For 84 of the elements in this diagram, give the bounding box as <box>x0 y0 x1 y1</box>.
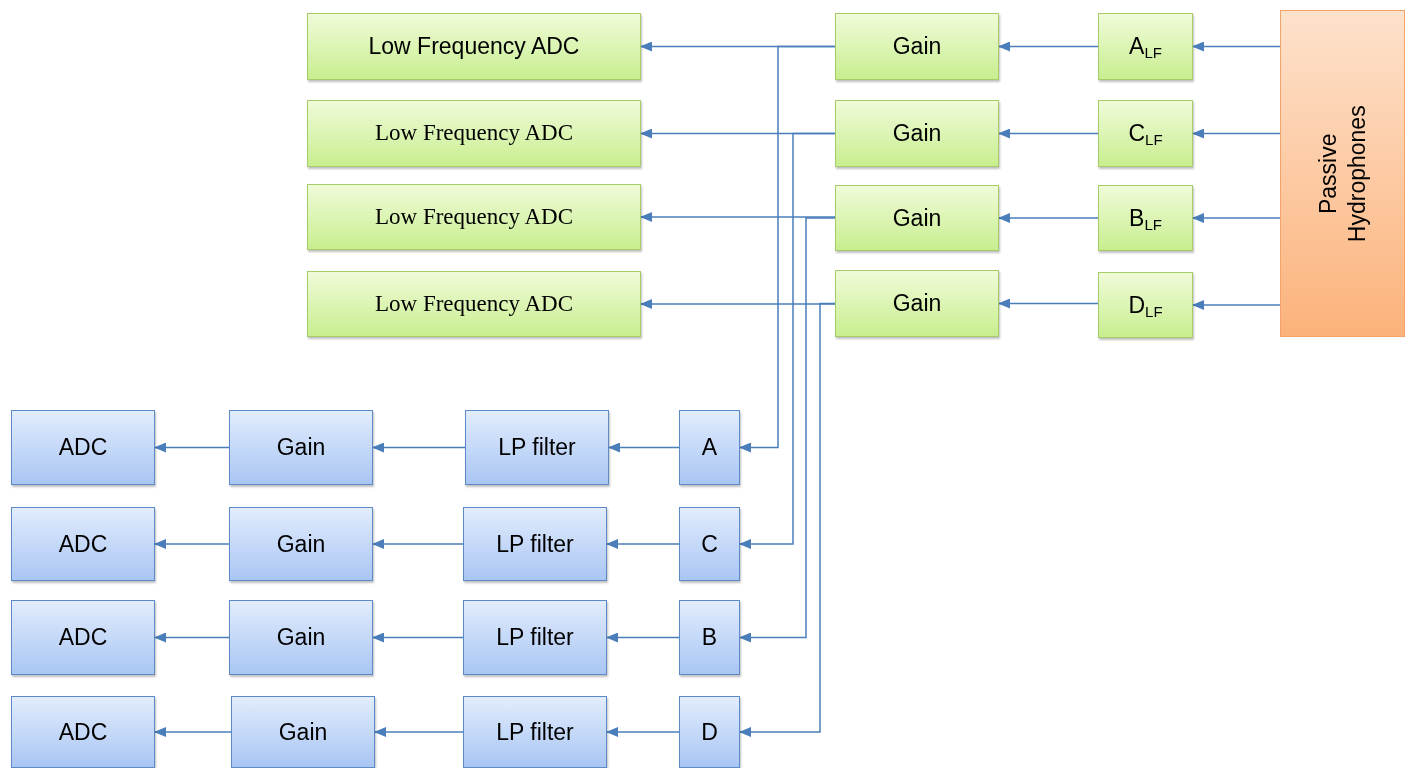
node-label: Gain <box>892 119 942 149</box>
node-label: Gain <box>276 433 326 463</box>
arrow <box>606 632 680 643</box>
arrow <box>1192 300 1281 310</box>
process-box <box>307 13 641 80</box>
node-label: ADC <box>58 529 108 559</box>
process-box <box>307 184 641 250</box>
process-box <box>11 507 155 581</box>
arrow <box>998 41 1099 52</box>
arrow <box>739 132 836 549</box>
node-label: Gain <box>276 529 326 559</box>
process-box <box>463 696 607 768</box>
process-box <box>231 696 375 768</box>
process-box <box>463 507 607 581</box>
node-label: C <box>701 529 718 559</box>
node-label: D$_{LF}$ <box>1128 290 1163 322</box>
node-label: B$_{LF}$ <box>1129 203 1162 235</box>
node-label: ADC <box>58 433 108 463</box>
node-label: ADC <box>58 623 108 653</box>
arrow <box>739 45 836 453</box>
process-box <box>229 600 373 675</box>
process-box <box>835 100 999 167</box>
arrow <box>640 212 836 222</box>
node-label: Low Frequency ADC <box>368 32 580 62</box>
arrow <box>739 217 836 643</box>
process-box <box>11 696 155 768</box>
node-label: LP filter <box>496 529 574 559</box>
node-label: LP filter <box>496 623 574 653</box>
arrow <box>372 539 464 549</box>
arrow <box>154 632 230 643</box>
process-box <box>11 410 155 485</box>
node-label: Gain <box>892 203 942 233</box>
source-box <box>1280 10 1405 337</box>
arrow <box>154 442 230 453</box>
process-box <box>463 600 607 675</box>
process-box <box>1098 13 1193 80</box>
node-label: B <box>701 623 718 653</box>
arrow <box>998 298 1099 309</box>
node-label: LP filter <box>496 717 574 747</box>
arrow <box>1192 128 1281 139</box>
process-box <box>307 100 641 167</box>
arrow <box>998 128 1099 139</box>
node-label: Gain <box>278 717 328 747</box>
process-box <box>1098 272 1193 338</box>
arrow <box>739 302 836 737</box>
node-label: Gain <box>892 32 942 62</box>
arrow <box>640 299 836 309</box>
arrow <box>998 213 1099 223</box>
node-label: D <box>701 717 718 747</box>
process-box <box>307 271 641 337</box>
node-label: Low Frequency ADC <box>375 289 573 318</box>
process-box <box>1098 100 1193 167</box>
arrow <box>608 442 680 453</box>
process-box <box>679 696 740 768</box>
node-label: LP filter <box>498 433 576 463</box>
arrow <box>1192 41 1281 52</box>
node-label: Low Frequency ADC <box>375 119 573 148</box>
node-label: A$_{LF}$ <box>1129 32 1162 63</box>
node-label: Gain <box>276 623 326 653</box>
node-label: ADC <box>58 717 108 747</box>
arrow <box>372 632 464 643</box>
arrow <box>154 539 230 549</box>
arrow <box>154 727 232 737</box>
arrow <box>606 539 680 549</box>
node-label: Low Frequency ADC <box>375 202 573 231</box>
process-box <box>11 600 155 675</box>
arrow <box>1192 213 1281 223</box>
process-box <box>1098 185 1193 251</box>
arrow <box>372 442 466 453</box>
process-box <box>679 600 740 675</box>
process-box <box>835 185 999 251</box>
arrow <box>606 727 680 737</box>
process-box <box>465 410 609 485</box>
process-box <box>229 507 373 581</box>
arrow <box>374 727 464 737</box>
process-box <box>835 13 999 80</box>
process-box <box>229 410 373 485</box>
process-box <box>679 507 740 581</box>
process-box <box>835 270 999 337</box>
node-label: C$_{LF}$ <box>1128 119 1163 150</box>
process-box <box>679 410 740 485</box>
node-label: Passive Hydrophones <box>1313 104 1371 244</box>
node-label: Gain <box>892 289 942 319</box>
node-label: A <box>701 433 718 463</box>
